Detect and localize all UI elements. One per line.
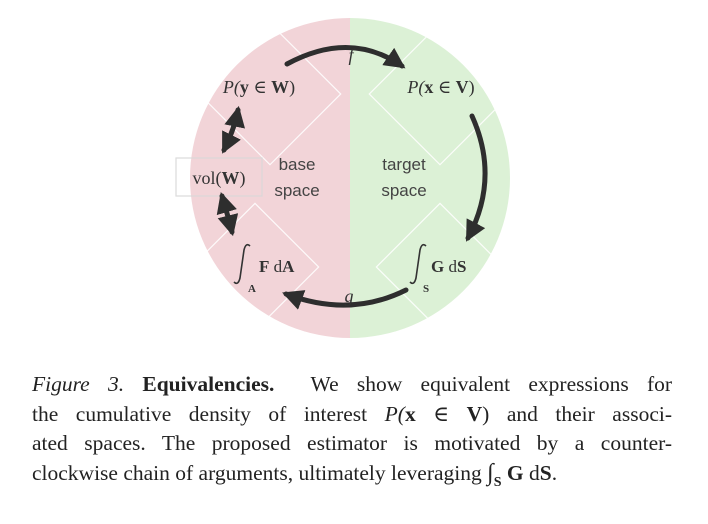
edge-label-f: f [348, 45, 356, 65]
arrow-upper-left [221, 105, 245, 154]
figure-title: Equivalencies. [142, 372, 275, 396]
caption-line1-text: We show equivalent expressions for [310, 372, 673, 396]
figure-caption: Figure 3. Equivalencies. We show equival… [32, 370, 672, 497]
target-space-label-line1: target [382, 155, 426, 174]
node-p-y-in-w: P(y ∈ W) [222, 77, 295, 98]
node-p-x-in-v: P(x ∈ V) [406, 77, 474, 98]
integral-subscript-s: S [423, 283, 429, 295]
caption-line-2: the cumulative density of interest P(x ∈… [32, 401, 673, 426]
caption-line-1: Figure 3. Equivalencies. We show equival… [32, 370, 672, 400]
target-space-region [350, 18, 510, 338]
svg-text:G dS: G dS [431, 257, 466, 276]
equivalency-diagram: f g base space target space P(y ∈ W) P(x… [175, 18, 512, 338]
base-space-label-line2: space [274, 181, 319, 200]
caption-line-4: clockwise chain of arguments, ultimately… [32, 459, 558, 490]
integral-subscript-a: A [248, 283, 256, 295]
arrow-right-side [465, 113, 488, 242]
arrow-g [282, 287, 409, 310]
node-integral-f-da: A F dA [233, 243, 295, 295]
node-vol-w: vol(W) [193, 168, 246, 189]
integral-sign-a [233, 243, 251, 285]
edge-label-g: g [345, 286, 354, 306]
caption-line-3: ated spaces. The proposed estimator is m… [32, 431, 672, 455]
svg-text:F dA: F dA [259, 257, 295, 276]
integral-sign-s [409, 243, 427, 285]
node-integral-g-ds: S G dS [409, 243, 466, 295]
arrow-lower-left [216, 191, 239, 237]
caption-math-integral: ∫S G dS [487, 459, 552, 490]
figure-label: Figure 3. [32, 372, 125, 396]
arrows [216, 45, 488, 310]
caption-math-p-x-in-v: P(x ∈ V) [384, 401, 490, 426]
target-space-label-line2: space [381, 181, 426, 200]
arrow-f [284, 45, 406, 69]
base-space-label-line1: base [279, 155, 316, 174]
